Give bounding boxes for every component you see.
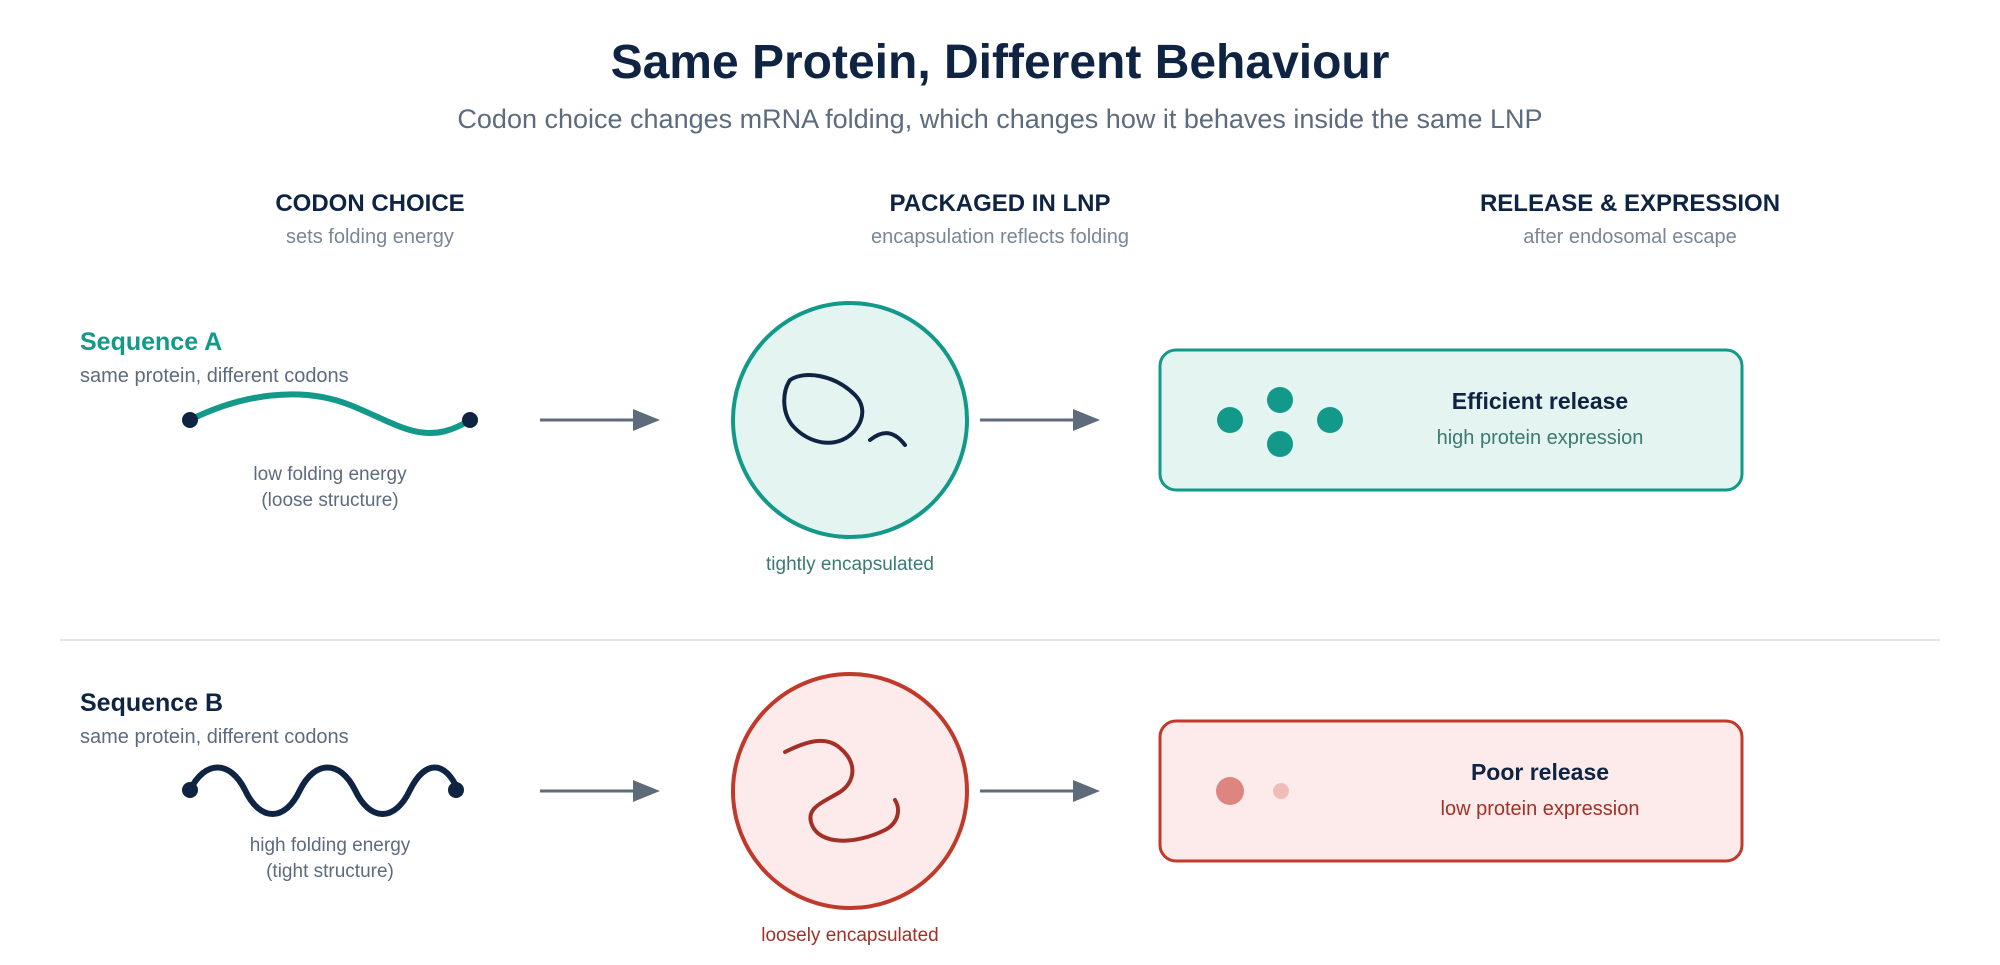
arrow-right-icon (540, 780, 660, 802)
folding-energy-structure: (tight structure) (266, 861, 394, 882)
mrna-tail-icon (868, 431, 907, 447)
protein-dots-icon (1216, 777, 1289, 805)
unfolded-mrna-icon (783, 738, 900, 843)
outcome-title: Efficient release (1452, 388, 1628, 414)
lnp-particle (731, 672, 969, 910)
row-sequence-a: Sequence A same protein, different codon… (80, 301, 1744, 575)
folding-energy-label: high folding energy (250, 835, 411, 856)
sequence-b-description: same protein, different codons (80, 726, 349, 748)
folding-energy-label: low folding energy (253, 464, 407, 485)
strand-end-dot (462, 412, 478, 428)
outcome-box (1158, 719, 1744, 863)
lnp-caption: loosely encapsulated (761, 925, 938, 946)
loose-mrna-strand (187, 391, 473, 436)
strand-end-dot (182, 412, 198, 428)
column-subheading-release-expression: after endosomal escape (1523, 226, 1736, 248)
folded-mrna-icon (782, 373, 865, 445)
arrow-right-icon (540, 409, 660, 431)
outcome-title: Poor release (1471, 759, 1609, 785)
page-subtitle: Codon choice changes mRNA folding, which… (457, 104, 1542, 134)
arrow-right-icon (980, 780, 1100, 802)
column-heading-codon-choice: CODON CHOICE (275, 190, 464, 217)
column-subheading-codon-choice: sets folding energy (286, 226, 454, 248)
outcome-subtitle: high protein expression (1437, 427, 1644, 449)
folding-energy-structure: (loose structure) (261, 490, 398, 511)
outcome-subtitle: low protein expression (1441, 798, 1640, 820)
tight-mrna-strand (187, 764, 461, 817)
strand-end-dot (448, 782, 464, 798)
sequence-a-name: Sequence A (80, 328, 222, 356)
column-heading-release-expression: RELEASE & EXPRESSION (1480, 190, 1780, 217)
lnp-caption: tightly encapsulated (766, 554, 934, 575)
row-sequence-b: Sequence B same protein, different codon… (80, 672, 1744, 946)
sequence-b-name: Sequence B (80, 689, 223, 717)
strand-end-dot (182, 782, 198, 798)
arrow-right-icon (980, 409, 1100, 431)
outcome-box (1158, 348, 1744, 492)
protein-dots-icon (1217, 387, 1343, 457)
column-heading-packaged-in-lnp: PACKAGED IN LNP (890, 190, 1111, 217)
page-title: Same Protein, Different Behaviour (611, 36, 1390, 89)
sequence-a-description: same protein, different codons (80, 365, 349, 387)
column-subheading-packaged-in-lnp: encapsulation reflects folding (871, 226, 1129, 248)
lnp-particle (731, 301, 969, 539)
